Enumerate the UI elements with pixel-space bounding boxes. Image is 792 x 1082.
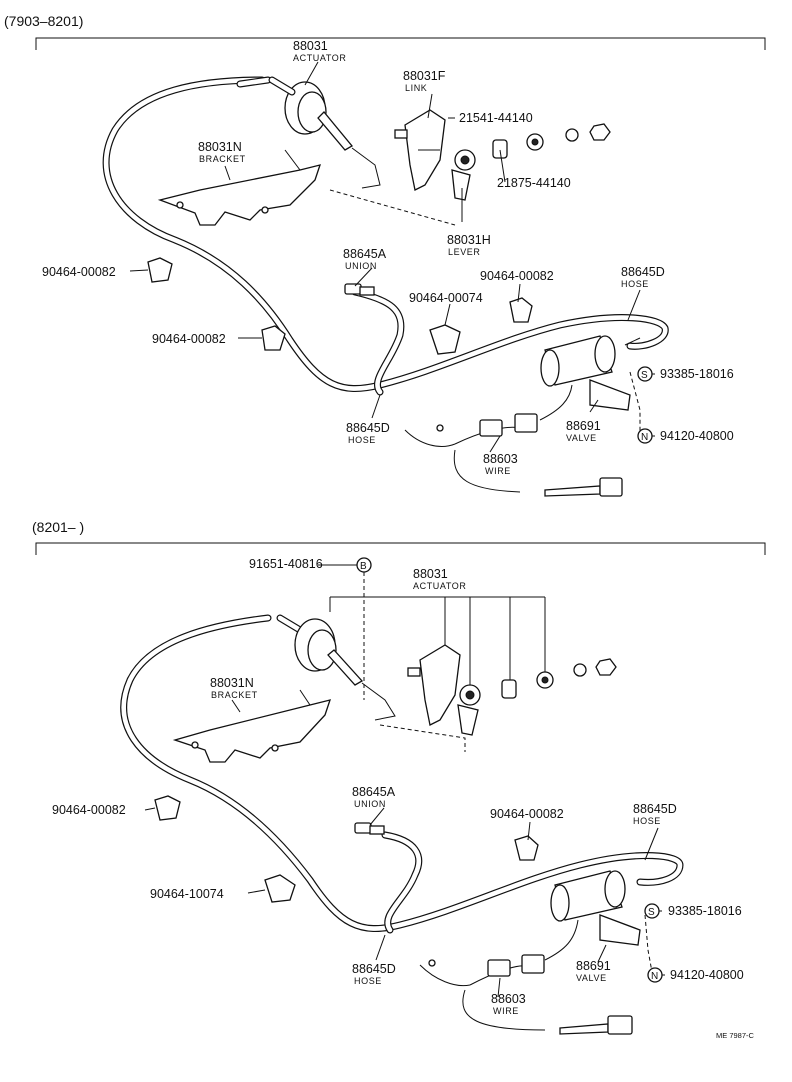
n-marker-2-text: N — [651, 971, 658, 982]
footer-reference: ME 7987-C — [716, 1031, 755, 1040]
label-clamp-d-1: 90464-00082 — [152, 332, 226, 346]
bracket-2 — [172, 689, 331, 763]
section-2-range: (8201– ) — [32, 519, 84, 535]
label-union-1: 88645A — [343, 247, 387, 261]
label-s-part-1: 93385-18016 — [660, 367, 734, 381]
actuator-1 — [268, 76, 381, 189]
wire-1 — [404, 384, 623, 497]
label-wire-name-1: WIRE — [485, 466, 511, 476]
actuator-2 — [294, 618, 396, 721]
label-bracket-2: 88031N — [210, 676, 254, 690]
label-nut-1: 21875-44140 — [497, 176, 571, 190]
label-wire-1: 88603 — [483, 452, 518, 466]
label-actuator-2: 88031 — [413, 567, 448, 581]
label-wire-name-2: WIRE — [493, 1006, 519, 1016]
hose-loop-1 — [102, 76, 669, 396]
section-1-bracket-line — [35, 37, 766, 50]
label-clamp-b-1: 90464-00082 — [480, 269, 554, 283]
label-clamp-a-1: 90464-00082 — [42, 265, 116, 279]
label-link-name-1: LINK — [405, 83, 427, 93]
label-actuator-name-2: ACTUATOR — [413, 581, 466, 591]
section-2: (8201– ) B — [32, 519, 766, 1035]
leaders-1 — [129, 61, 655, 453]
label-hose-name-1: HOSE — [621, 279, 649, 289]
section-1-range: (7903–8201) — [4, 13, 83, 29]
dash-sn-1 — [629, 371, 641, 432]
label-bolt-1: 21541-44140 — [459, 111, 533, 125]
section-1: (7903–8201) — [4, 13, 766, 497]
label-union-2: 88645A — [352, 785, 396, 799]
small-hardware-1 — [492, 123, 611, 159]
dash-sn-2 — [644, 914, 653, 973]
label-hose2-1: 88645D — [346, 421, 390, 435]
union-1 — [344, 283, 375, 296]
label-n-part-2: 94120-40800 — [670, 968, 744, 982]
label-valve-name-1: VALVE — [566, 433, 597, 443]
bracket-1 — [157, 149, 321, 226]
label-hose2-name-1: HOSE — [348, 435, 376, 445]
label-clamp-c-1: 90464-00074 — [409, 291, 483, 305]
union-2 — [354, 822, 385, 835]
leaders-2 — [144, 699, 665, 998]
label-bracket-1: 88031N — [198, 140, 242, 154]
label-bracket-name-1: BRACKET — [199, 154, 246, 164]
valve-1 — [540, 335, 641, 411]
label-actuator-1: 88031 — [293, 39, 328, 53]
label-clamp-a-2: 90464-00082 — [52, 803, 126, 817]
link-lever-1 — [329, 109, 476, 226]
s-marker-2-text: S — [648, 907, 655, 918]
label-s-part-2: 93385-18016 — [668, 904, 742, 918]
label-clamp-b-2: 90464-00082 — [490, 807, 564, 821]
label-valve-2: 88691 — [576, 959, 611, 973]
label-hose-1: 88645D — [621, 265, 665, 279]
label-hose-2: 88645D — [633, 802, 677, 816]
label-n-part-1: 94120-40800 — [660, 429, 734, 443]
label-clamp-c-2: 90464-10074 — [150, 887, 224, 901]
wire-2 — [419, 919, 633, 1035]
label-hose2-2: 88645D — [352, 962, 396, 976]
label-link-1: 88031F — [403, 69, 446, 83]
clamps-2 — [154, 795, 539, 903]
label-union-name-1: UNION — [345, 261, 377, 271]
label-lever-name-1: LEVER — [448, 247, 481, 257]
clamps-1 — [147, 257, 533, 355]
s-marker-1-text: S — [641, 370, 648, 381]
label-wire-2: 88603 — [491, 992, 526, 1006]
n-marker-1-text: N — [641, 432, 648, 443]
label-lever-1: 88031H — [447, 233, 491, 247]
label-valve-name-2: VALVE — [576, 973, 607, 983]
label-hose2-name-2: HOSE — [354, 976, 382, 986]
label-valve-1: 88691 — [566, 419, 601, 433]
small-hardware-2 — [501, 658, 617, 699]
link-lever-2 — [379, 644, 481, 752]
label-hose-name-2: HOSE — [633, 816, 661, 826]
label-actuator-name-1: ACTUATOR — [293, 53, 346, 63]
b-marker-text: B — [360, 561, 367, 572]
hose-loop-2 — [120, 614, 684, 934]
section-2-bracket-line — [35, 542, 766, 555]
label-union-name-2: UNION — [354, 799, 386, 809]
valve-2 — [550, 870, 641, 946]
label-bracket-name-2: BRACKET — [211, 690, 258, 700]
label-b-part-2: 91651-40816 — [249, 557, 323, 571]
